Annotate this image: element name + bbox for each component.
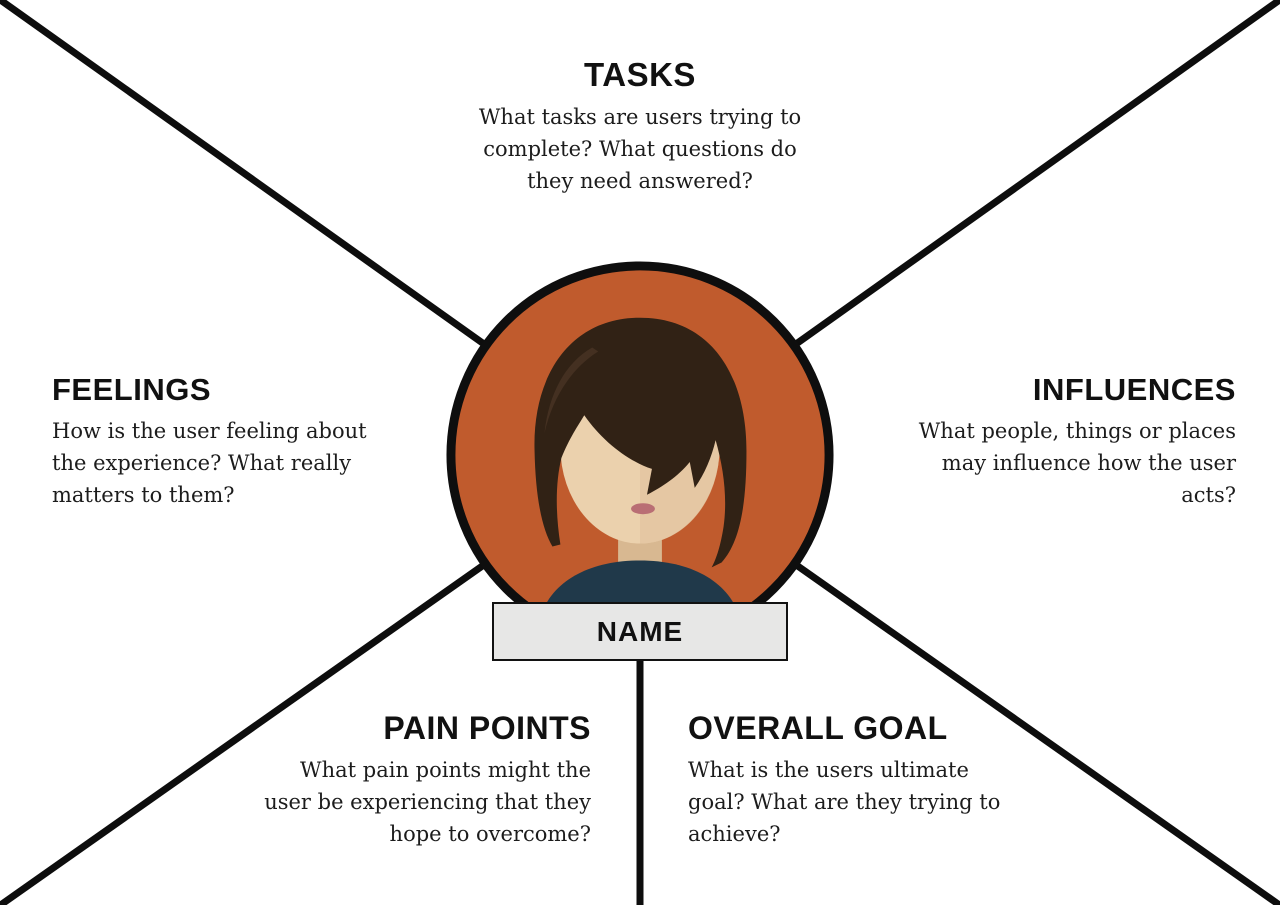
influences-description: What people, things or places may influe… — [918, 419, 1236, 508]
section-feelings: FEELINGS How is the user feeling about t… — [52, 372, 374, 511]
feelings-description: How is the user feeling about the experi… — [52, 419, 367, 508]
pain-points-description: What pain points might the user be exper… — [264, 758, 591, 847]
section-overall-goal: OVERALL GOAL What is the users ultimate … — [688, 710, 1008, 850]
influences-title: INFLUENCES — [1032, 372, 1236, 407]
persona-avatar — [441, 256, 839, 654]
section-pain-points: PAIN POINTS What pain points might the u… — [255, 710, 591, 850]
tasks-title: TASKS — [584, 56, 696, 93]
overall-goal-description: What is the users ultimate goal? What ar… — [688, 758, 1001, 847]
avatar-lips — [631, 503, 655, 515]
persona-name-box: NAME — [492, 602, 788, 661]
persona-name-label: NAME — [596, 615, 684, 647]
pain-points-title: PAIN POINTS — [383, 710, 591, 746]
overall-goal-title: OVERALL GOAL — [688, 710, 948, 746]
persona-avatar-illustration — [446, 261, 834, 649]
feelings-title: FEELINGS — [52, 372, 212, 407]
section-influences: INFLUENCES What people, things or places… — [904, 372, 1236, 511]
avatar-hair — [534, 317, 747, 568]
section-tasks: TASKS What tasks are users trying to com… — [400, 56, 880, 197]
tasks-description: What tasks are users trying to complete?… — [478, 105, 802, 194]
